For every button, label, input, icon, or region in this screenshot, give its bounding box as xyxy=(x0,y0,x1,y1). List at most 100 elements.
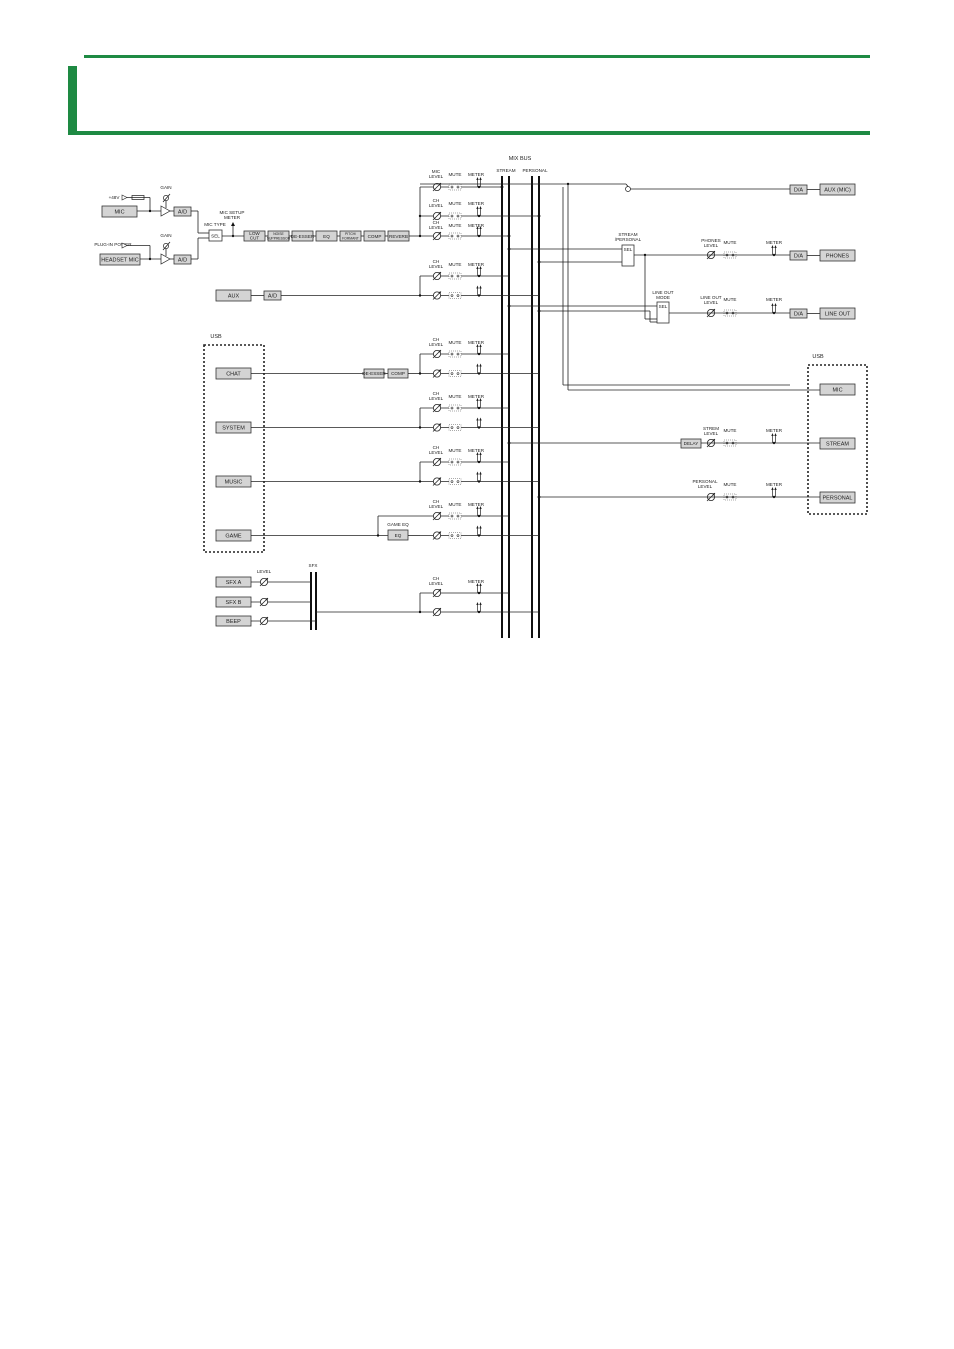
ad-label-aux: A/D xyxy=(268,293,277,299)
meter-tap-icon-0 xyxy=(476,177,482,189)
usb-output-group xyxy=(807,364,868,515)
personal-meter-label: METER xyxy=(766,482,783,487)
aux-ch-level-2: LEVEL xyxy=(429,264,444,269)
ch-level-label-row2-2: LEVEL xyxy=(429,203,444,208)
game-ch-level-2: LEVEL xyxy=(429,504,444,509)
output-usb-personal-label: PERSONAL xyxy=(823,496,853,502)
line-out-mode-selector xyxy=(656,301,670,324)
meter-tap-icon-5 xyxy=(476,344,482,356)
header-accent-block xyxy=(68,66,77,134)
mute-switch-icon-6 xyxy=(448,370,462,377)
meter-label-row3: METER xyxy=(468,223,485,228)
meter-tap-icon-4 xyxy=(476,285,482,297)
noise-suppressor-label-2: SUPPRESSOR xyxy=(267,236,291,240)
mute-switch-icon-11 xyxy=(448,512,462,520)
mic-effects-chain: LOW CUT NOISE SUPPRESSOR DE-ESSER EQ PIT… xyxy=(243,230,410,242)
output-usb-stream xyxy=(819,437,856,450)
system-ch-level-2: LEVEL xyxy=(429,396,444,401)
phones-meter-label: METER xyxy=(766,240,783,245)
out-meter-tap-icon-2 xyxy=(771,433,777,445)
meter-tap-icon-10 xyxy=(476,471,482,483)
delay-block xyxy=(680,438,702,449)
mute-switch-icon-3 xyxy=(448,272,462,280)
summing-node-icon xyxy=(625,186,631,192)
fader-icon-4 xyxy=(432,291,442,300)
ch-level-label-row2-1: CH xyxy=(433,198,440,203)
mic-setup-meter-label-2: METER xyxy=(224,215,241,220)
output-usb-mic-label: MIC xyxy=(832,388,842,394)
input-mic-label: MIC xyxy=(114,210,124,216)
mic-setup-meter-arrow-icon xyxy=(231,222,235,226)
fader-icon-6 xyxy=(432,369,442,378)
output-phones xyxy=(819,249,856,262)
mic-setup-meter-label-1: MIC SETUP xyxy=(219,210,244,215)
mute-switch-icon-8 xyxy=(448,424,462,431)
meter-tap-icon-9 xyxy=(476,452,482,464)
system-mute-label: MUTE xyxy=(448,394,461,399)
gain-label-headset: GAIN xyxy=(160,233,171,238)
stream-personal-label-1: STREAM xyxy=(618,232,637,237)
sfx-ch-level-1: CH xyxy=(433,576,440,581)
game-meter-label: METER xyxy=(468,502,485,507)
fader-icon-5 xyxy=(432,349,442,359)
sfx-bus-label: SFX xyxy=(309,563,318,568)
ch-level-label-row3-2: LEVEL xyxy=(429,225,444,230)
sfx-level-fader-icon-1 xyxy=(259,597,269,607)
sfx-level-fader-icon-0 xyxy=(259,577,269,587)
stream-personal-selector xyxy=(621,244,635,267)
mute-switch-icon-7 xyxy=(448,404,462,412)
system-meter-label: METER xyxy=(468,394,485,399)
channel-strip-symbols xyxy=(259,177,777,626)
chat-meter-label: METER xyxy=(468,340,485,345)
sfx-meter-label: METER xyxy=(468,579,485,584)
mute-switch-icon-1 xyxy=(448,212,462,220)
stream-meter-label: METER xyxy=(766,428,783,433)
header-bottom-rule xyxy=(68,131,870,135)
chat-mute-label: MUTE xyxy=(448,340,461,345)
input-beep-label: BEEP xyxy=(226,619,241,625)
chat-ch-level-1: CH xyxy=(433,337,440,342)
mute-label-row2: MUTE xyxy=(448,201,461,206)
mic-type-selector xyxy=(208,229,223,242)
stream-personal-sel-label: SEL xyxy=(624,247,633,252)
output-usb-personal xyxy=(819,491,856,504)
bus-junction-dots xyxy=(500,185,541,499)
music-ch-level-2: LEVEL xyxy=(429,450,444,455)
mic-type-sel-label: SEL xyxy=(211,234,220,239)
system-ch-level-1: CH xyxy=(433,391,440,396)
meter-tap-icon-8 xyxy=(476,417,482,429)
line-out-mode-label-1: LINE OUT xyxy=(652,290,673,295)
meter-label-row2: METER xyxy=(468,201,485,206)
input-headset-mic-label: HEADSET MIC xyxy=(101,258,139,264)
chat-de-esser-label: DE-ESSER xyxy=(362,371,386,376)
fader-icon-9 xyxy=(432,457,442,467)
fader-icon-2 xyxy=(432,231,442,241)
output-aux-mic-label: AUX (MIC) xyxy=(824,188,851,194)
music-ch-level-1: CH xyxy=(433,445,440,450)
input-sfx-b-label: SFX B xyxy=(226,600,242,606)
fader-icon-8 xyxy=(432,423,442,432)
out-meter-tap-icon-0 xyxy=(771,245,777,257)
personal-mute-label: MUTE xyxy=(723,482,736,487)
meter-tap-icon-2 xyxy=(476,226,482,238)
plugin-power-arrow-icon xyxy=(121,242,128,249)
meter-tap-icon-6 xyxy=(476,363,482,375)
phones-level-label-2: LEVEL xyxy=(704,243,719,248)
da-label-phones: D/A xyxy=(794,253,804,259)
meter-tap-icon-7 xyxy=(476,398,482,410)
input-system-label: SYSTEM xyxy=(222,426,245,432)
sfx-meter-tap-icon-1 xyxy=(476,602,482,614)
game-ch-level-1: CH xyxy=(433,499,440,504)
line-out-level-label-2: LEVEL xyxy=(704,300,719,305)
sfx-level-label: LEVEL xyxy=(257,569,272,574)
fader-icon-12 xyxy=(432,531,442,540)
ad-converter-mic xyxy=(173,206,192,217)
da-label-line-out: D/A xyxy=(794,311,804,317)
sfx-ch-level-2: LEVEL xyxy=(429,581,444,586)
bus-label-personal: PERSONAL xyxy=(522,168,547,173)
music-mute-label: MUTE xyxy=(448,448,461,453)
output-aux-mic xyxy=(819,183,856,196)
mute-switch-icon-10 xyxy=(448,478,462,485)
line-out-level-label-1: LINE OUT xyxy=(700,295,721,300)
personal-level-label-1: PERSONAL xyxy=(692,479,717,484)
